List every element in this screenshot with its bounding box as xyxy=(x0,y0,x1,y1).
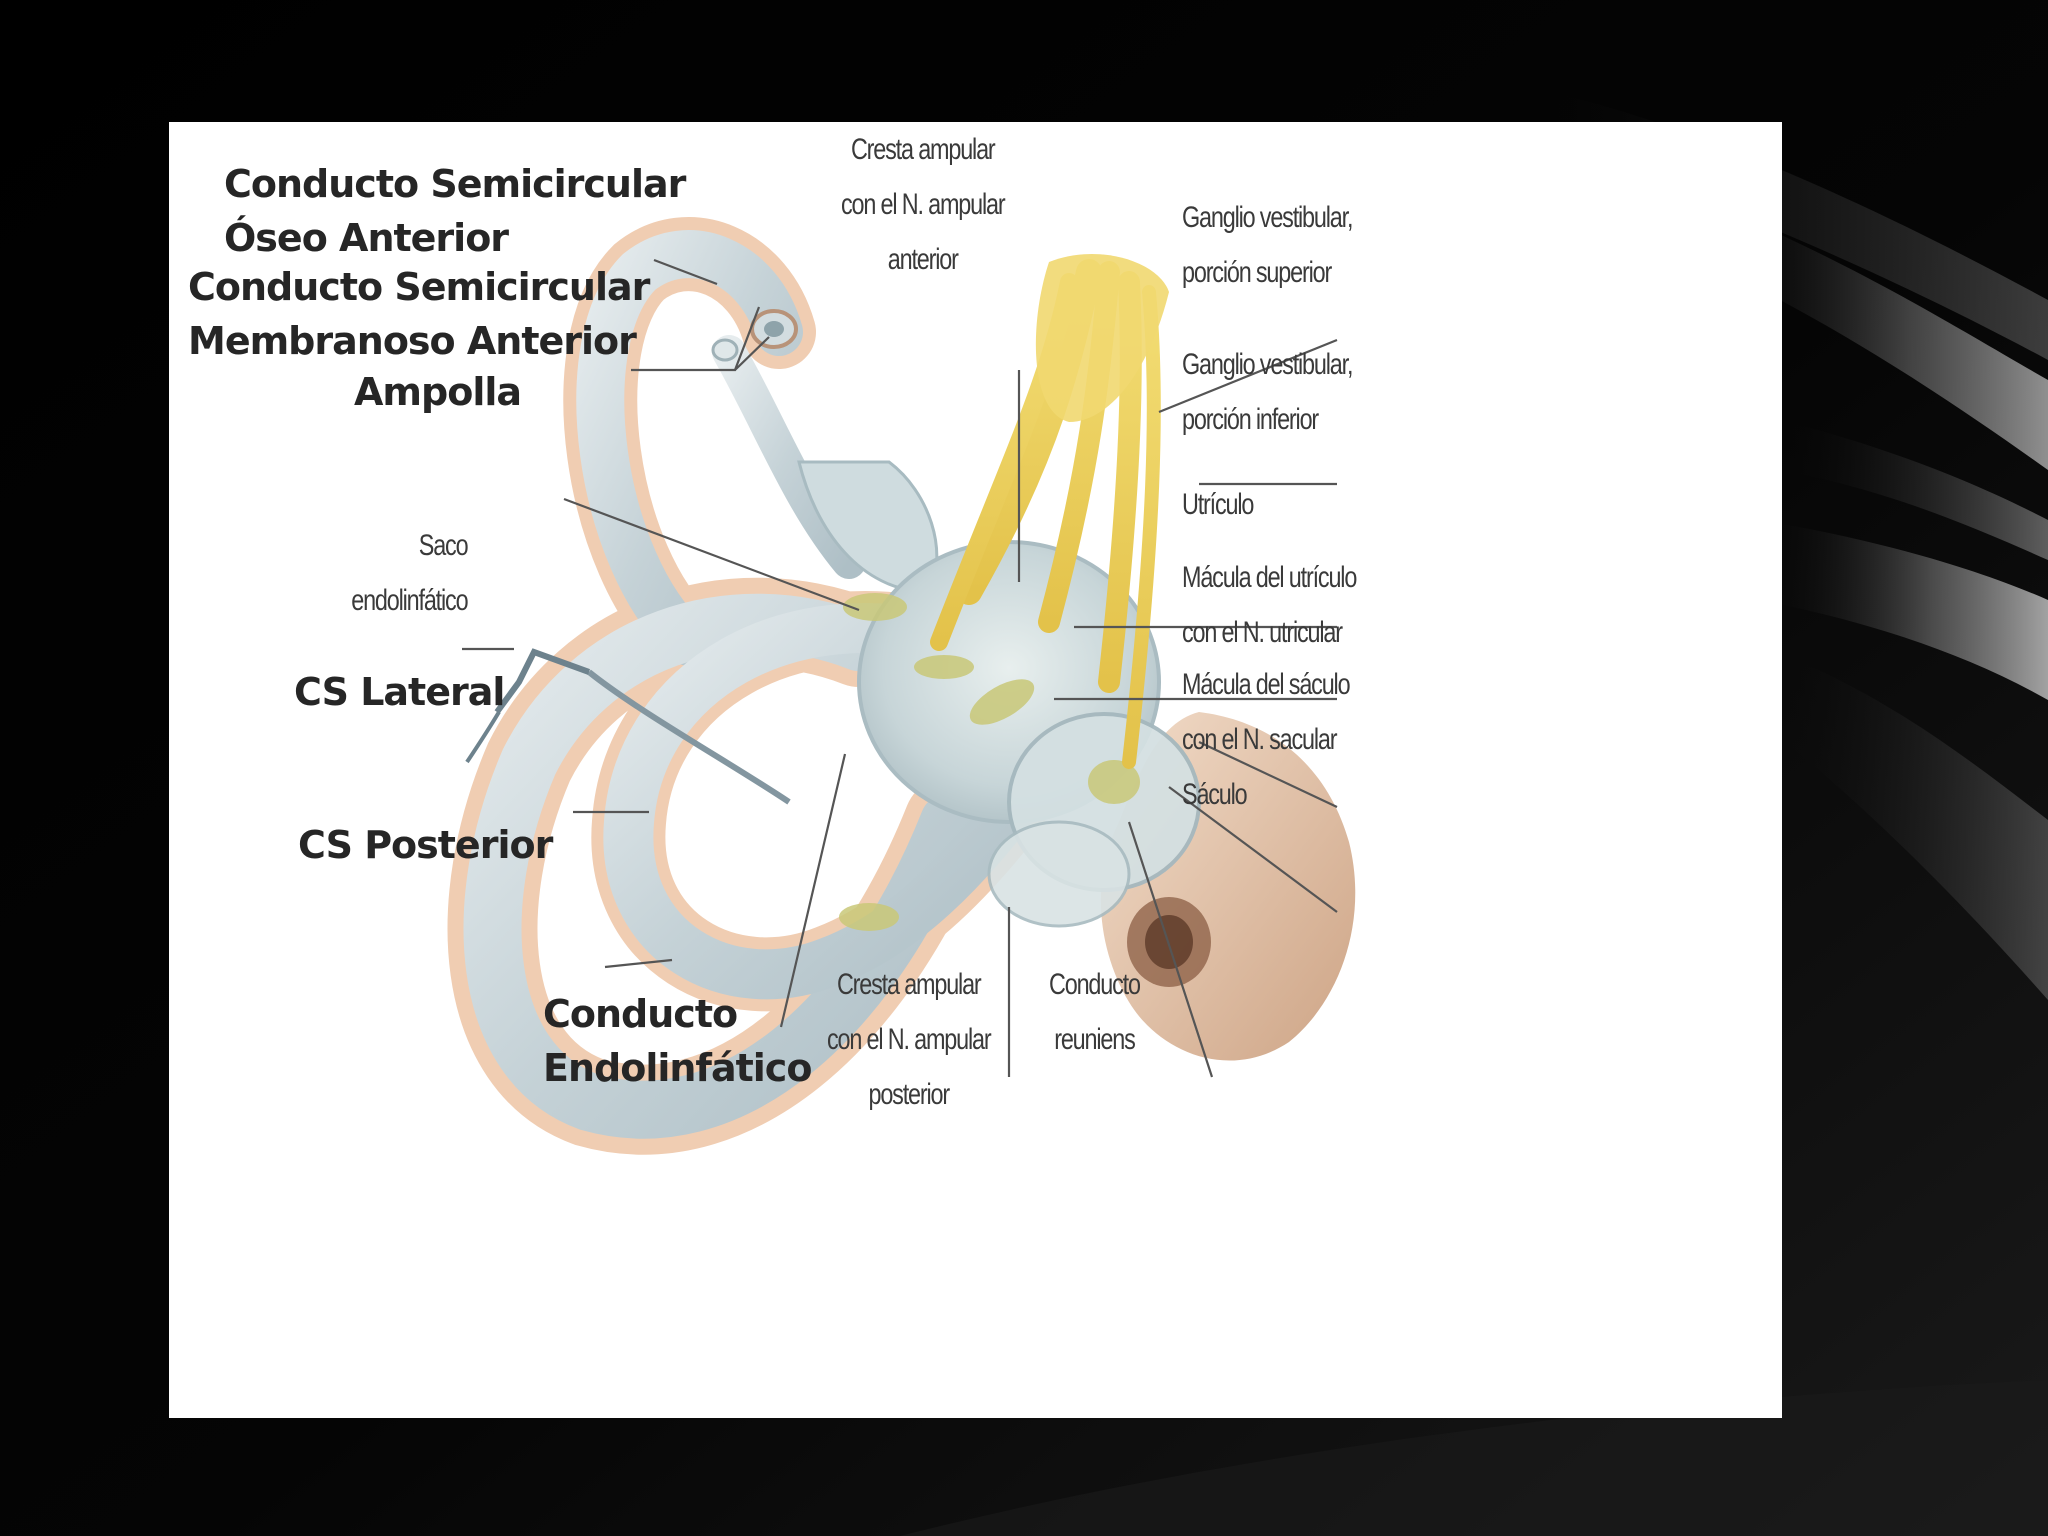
label-ampolla: Ampolla xyxy=(354,365,521,419)
label-macula-saculo: Mácula del sáculo con el N. sacular xyxy=(1182,657,1349,767)
label-line: reuniens xyxy=(1049,1012,1140,1067)
label-line: Endolinfático xyxy=(543,1041,811,1095)
label-cresta-ampular-anterior: Cresta ampular con el N. ampular anterio… xyxy=(841,122,1004,287)
label-line: porción inferior xyxy=(1182,392,1352,447)
label-line: Conducto Semicircular xyxy=(224,157,685,211)
label-cs-posterior: CS Posterior xyxy=(298,818,552,872)
label-cresta-ampular-posterior: Cresta ampular con el N. ampular posteri… xyxy=(827,957,990,1122)
label-saco-endolinfatico: Saco endolinfático xyxy=(347,518,467,628)
label-line: Conducto xyxy=(1049,957,1140,1012)
label-line: Conducto Semicircular xyxy=(188,260,649,314)
label-line: con el N. ampular xyxy=(841,177,1004,232)
label-macula-utriculo: Mácula del utrículo con el N. utricular xyxy=(1182,550,1356,660)
label-line: anterior xyxy=(841,232,1004,287)
label-utriculo: Utrículo xyxy=(1182,477,1253,532)
label-line: endolinfático xyxy=(347,573,467,628)
label-line: Membranoso Anterior xyxy=(188,314,649,368)
label-line: con el N. sacular xyxy=(1182,712,1349,767)
label-conducto-reuniens: Conducto reuniens xyxy=(1049,957,1140,1067)
label-line: Óseo Anterior xyxy=(224,211,685,265)
label-ganglio-inferior: Ganglio vestibular, porción inferior xyxy=(1182,337,1352,447)
label-saculo: Sáculo xyxy=(1182,767,1247,822)
label-line: Mácula del sáculo xyxy=(1182,657,1349,712)
label-line: Cresta ampular xyxy=(827,957,990,1012)
label-line: Mácula del utrículo xyxy=(1182,550,1356,605)
anatomy-figure: Conducto Semicircular Óseo Anterior Cond… xyxy=(169,122,1782,1418)
label-ganglio-superior: Ganglio vestibular, porción superior xyxy=(1182,190,1352,300)
label-cs-lateral: CS Lateral xyxy=(294,665,504,719)
label-line: Ganglio vestibular, xyxy=(1182,337,1352,392)
label-line: Cresta ampular xyxy=(841,122,1004,177)
label-line: Ganglio vestibular, xyxy=(1182,190,1352,245)
label-line: con el N. utricular xyxy=(1182,605,1356,660)
label-line: posterior xyxy=(827,1067,990,1122)
label-line: porción superior xyxy=(1182,245,1352,300)
label-line: con el N. ampular xyxy=(827,1012,990,1067)
label-line: Conducto xyxy=(543,987,811,1041)
label-cs-membranoso-anterior: Conducto Semicircular Membranoso Anterio… xyxy=(188,260,649,368)
label-cs-oseo-anterior: Conducto Semicircular Óseo Anterior xyxy=(224,157,685,265)
label-line: Saco xyxy=(347,518,467,573)
label-conducto-endolinfatico: Conducto Endolinfático xyxy=(543,987,811,1095)
